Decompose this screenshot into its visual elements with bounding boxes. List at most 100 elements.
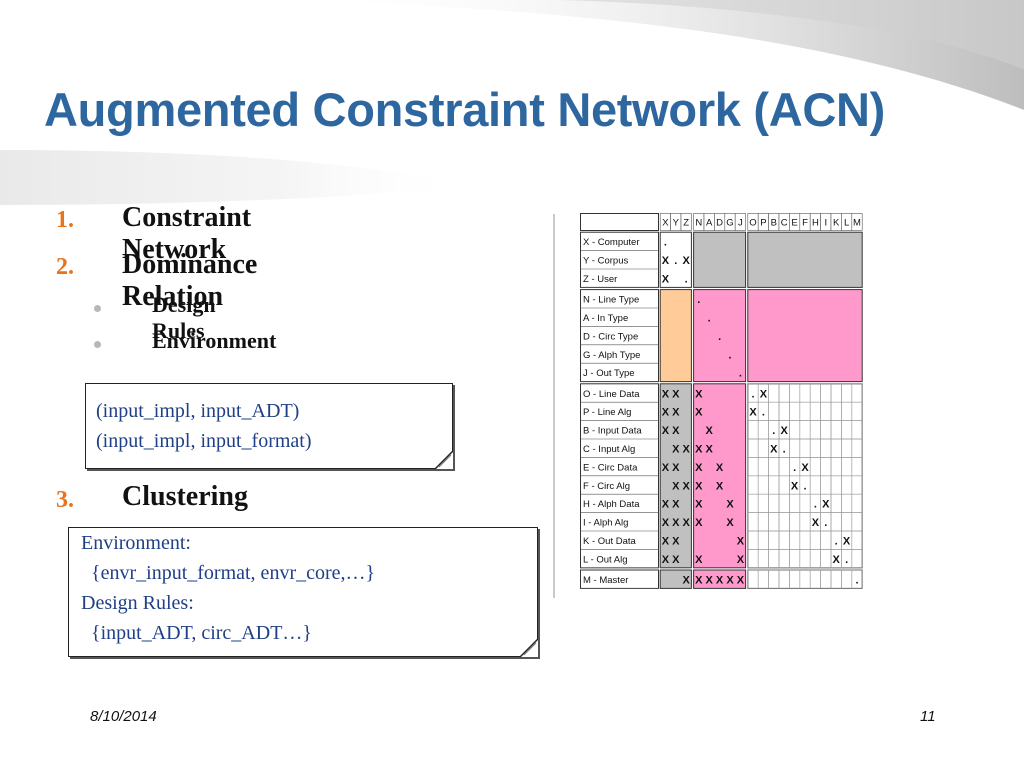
dsm-row-label: J - Out Type [583,368,635,379]
dsm-dependency-mark: X [662,462,670,474]
dsm-row-label: B - Input Data [583,426,642,437]
dsm-row-label: H - Alph Data [583,499,640,510]
dsm-dependency-mark: X [672,517,680,529]
dsm-dependency-mark: X [770,444,778,456]
dsm-dependency-mark: X [672,480,680,492]
footer-page-number: 11 [920,708,936,725]
dsm-column-header: P [760,218,766,229]
dsm-column-header: L [844,218,849,229]
dsm-dependency-mark: X [672,554,680,566]
dsm-dependency-mark: X [695,462,703,474]
footer-date: 8/10/2014 [90,708,157,725]
dsm-block [693,383,747,569]
outline-text: Dominance Relation [122,249,258,312]
dsm-row-label: C - Input Alg [583,444,635,455]
dsm-dependency-mark: X [672,407,680,419]
dsm-dependency-mark: X [726,517,734,529]
slide-title: Augmented Constraint Network (ACN) [44,83,886,136]
dsm-dependency-mark: X [695,444,703,456]
dsm-row-label: Y - Corpus [583,256,628,267]
note-line: {envr_input_format, envr_core,…} [81,562,376,584]
dsm-dependency-mark: X [726,499,734,511]
dsm-dependency-mark: X [662,554,670,566]
clustering-note: Environment: {envr_input_format, envr_co… [68,527,538,657]
outline-number: 1. [56,207,74,233]
dsm-header-cell [851,213,863,231]
dsm-row-label: K - Out Data [583,536,637,547]
dsm-dependency-mark: X [662,407,670,419]
dsm-diagonal-mark: . [824,517,827,529]
dsm-dependency-mark: X [833,554,841,566]
dsm-dependency-mark: X [683,444,691,456]
dsm-header-label-cell [580,213,659,231]
dsm-column-header: F [802,218,808,229]
dsm-dependency-mark: X [791,480,799,492]
dsm-diagonal-mark: . [664,237,667,249]
page-fold-icon [520,639,538,657]
outline-number: 2. [56,254,74,280]
dsm-column-header: G [726,218,733,229]
dsm-diagonal-mark: . [685,274,688,286]
dsm-dependency-mark: X [683,575,691,587]
dsm-diagonal-mark: . [772,425,775,437]
dsm-dependency-mark: X [662,388,670,400]
dsm-dependency-mark: X [662,536,670,548]
note-line: (input_impl, input_ADT) [96,400,300,422]
dsm-column-header: H [812,218,819,229]
subitem-text: Design Rules [152,292,216,343]
dsm-row-label: I - Alph Alg [583,518,628,529]
dsm-dependency-mark: X [726,575,734,587]
bullet-dot [94,305,101,312]
dsm-row-label: D - Circ Type [583,331,638,342]
dsm-column-header: O [749,218,756,229]
dsm-dependency-mark: X [781,425,789,437]
dsm-dependency-mark: X [683,255,691,267]
note-line: (input_impl, input_format) [96,430,312,452]
note-line: Environment: [81,532,191,554]
dsm-column-header: D [716,218,723,229]
dsm-header-cell [734,213,746,231]
dsm-row-label: N - Line Type [583,295,639,306]
dsm-dependency-mark: X [812,517,820,529]
dsm-block [659,289,692,383]
dsm-column-header: I [824,218,827,229]
dsm-block [659,383,692,569]
dsm-dependency-mark: X [801,462,809,474]
dsm-dependency-mark: X [706,575,714,587]
dsm-row-label: M - Master [583,575,628,586]
dsm-dependency-mark: X [695,407,703,419]
dsm-dependency-mark: X [672,499,680,511]
dsm-diagonal-mark: . [739,368,742,380]
dsm-diagonal-mark: . [708,313,711,325]
vertical-divider [553,214,555,598]
note-line: Design Rules: [81,592,194,614]
dsm-column-header: Z [683,218,689,229]
dsm-dependency-mark: X [662,499,670,511]
dsm-column-header: C [781,218,788,229]
dsm-dependency-mark: X [672,462,680,474]
dsm-diagonal-mark: . [762,407,765,419]
dsm-dependency-mark: X [760,388,768,400]
dsm-column-header: X [662,218,669,229]
dsm-dependency-mark: X [695,388,703,400]
dsm-row-label: X - Computer [583,237,640,248]
dsm-grid-cell [851,569,863,589]
dsm-dependency-mark: X [683,517,691,529]
dsm-dependency-mark: X [749,407,757,419]
dsm-block [747,569,863,589]
dsm-column-header: Y [673,218,680,229]
dsm-diagonal-mark: . [855,575,858,587]
outline-text: Clustering [122,481,248,512]
dsm-dependency-mark: X [695,517,703,529]
dsm-dependency-mark: X [662,274,670,286]
dsm-block [693,231,747,288]
dsm-column-header: K [833,218,840,229]
dsm-block [693,289,747,383]
dsm-diagonal-mark: . [718,331,721,343]
dsm-grid-cell [851,549,863,569]
dsm-row-label: L - Out Alg [583,554,628,565]
dsm-diagonal-mark: . [728,349,731,361]
dsm-diagonal-mark: . [751,388,754,400]
